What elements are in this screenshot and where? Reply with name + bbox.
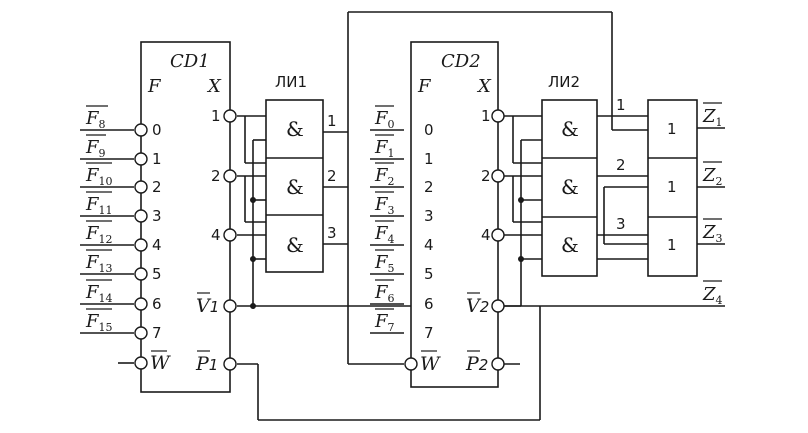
wires: [80, 11, 725, 421]
cd1-input-vars: F8 F9 F10 F11 F12 F13 F14 F15: [85, 108, 113, 334]
li1-block: [265, 99, 324, 273]
cd2-v-label: V2: [466, 295, 489, 317]
cd1-pin-label: 5: [152, 265, 162, 283]
input-var: F13: [85, 252, 113, 275]
input-var: F10: [85, 165, 113, 188]
li2-gate-1: &: [561, 117, 579, 141]
cd1-title: CD1: [170, 51, 210, 72]
cd2-input-pins: 0 1 2 3 4 5 6 7: [424, 121, 434, 342]
cd1-pin-label: 1: [152, 150, 162, 168]
li2-out-label: 2: [616, 156, 626, 174]
li1-out-label: 2: [327, 167, 337, 185]
cd2-out-label: 1: [481, 107, 491, 125]
input-var: F9: [85, 137, 106, 160]
cd1-pin-label: 7: [152, 324, 162, 342]
li1-out-label: 3: [327, 224, 337, 242]
cd1-pin-label: 0: [152, 121, 162, 139]
cd1-w-label: W: [150, 352, 171, 374]
z-overlines: [703, 102, 722, 282]
li1-gate-3: &: [286, 233, 304, 257]
cd2-title: CD2: [441, 51, 481, 72]
z-output: Z3: [702, 222, 723, 245]
cd1-pin-label: 3: [152, 207, 162, 225]
cd1-out-header: X: [206, 76, 222, 97]
input-var: F4: [374, 223, 395, 246]
cd2-pin-label: 7: [424, 324, 434, 342]
cd1-block: [140, 41, 231, 393]
or-gate-1: 1: [667, 120, 677, 138]
input-var: F11: [85, 194, 113, 217]
input-var: F8: [85, 108, 106, 131]
cd1-input-overlines: [86, 105, 112, 310]
cd1-v-label: V1: [196, 295, 219, 317]
cd2-pin-label: 4: [424, 236, 434, 254]
z-output-labels: Z1 Z2 Z3 Z4: [702, 106, 723, 307]
cd1-pin-label: 6: [152, 295, 162, 313]
input-var: F15: [85, 311, 113, 334]
cd2-out-label: 4: [481, 226, 491, 244]
cd1-out-label: 4: [211, 226, 221, 244]
cd2-out-label: 2: [481, 167, 491, 185]
cd1-pin-label: 4: [152, 236, 162, 254]
cd2-pin-label: 0: [424, 121, 434, 139]
li2-gate-3: &: [561, 233, 579, 257]
li1-gate-1: &: [286, 117, 304, 141]
cd1-in-header: F: [147, 76, 162, 97]
cd2-pin-label: 1: [424, 150, 434, 168]
or-gate-3: 1: [667, 236, 677, 254]
cd2-pin-label: 3: [424, 207, 434, 225]
z-output: Z2: [702, 165, 723, 188]
cd2-input-vars: F0 F1 F2 F3 F4 F5 F6 F7: [374, 108, 395, 334]
cd2-p-label: P2: [465, 353, 488, 375]
li2-gate-2: &: [561, 175, 579, 199]
li1-out-label: 1: [327, 112, 337, 130]
junction-dots: [250, 197, 524, 309]
input-var: F0: [374, 108, 395, 131]
cd1-input-pins: 0 1 2 3 4 5 6 7: [152, 121, 162, 342]
or-gate-2: 1: [667, 178, 677, 196]
cd2-pin-label: 6: [424, 295, 434, 313]
z-output: Z1: [702, 106, 723, 129]
z-output: Z4: [702, 284, 723, 307]
cd1-out-label: 2: [211, 167, 221, 185]
cd2-out-header: X: [476, 76, 492, 97]
cd1-p-label: P1: [195, 353, 218, 375]
input-var: F3: [374, 194, 395, 217]
cd2-output-pins: 1 2 4: [481, 107, 491, 244]
cd2-in-header: F: [417, 76, 432, 97]
li1-gate-2: &: [286, 175, 304, 199]
li2-out-label: 3: [616, 215, 626, 233]
cd1-output-pins: 1 2 4: [211, 107, 221, 244]
input-var: F7: [374, 311, 395, 334]
cd1-inversion-circles: [134, 109, 237, 371]
cd1-pin-label: 2: [152, 178, 162, 196]
cd1-out-label: 1: [211, 107, 221, 125]
cd2-block: [410, 41, 499, 388]
input-var: F5: [374, 252, 395, 275]
cd2-input-overlines: [375, 105, 394, 310]
or-block: [647, 99, 698, 277]
cd2-pin-label: 5: [424, 265, 434, 283]
cd2-pin-label: 2: [424, 178, 434, 196]
cd2-inversion-circles: [404, 109, 505, 371]
input-var: F14: [85, 282, 113, 305]
li2-block: [541, 99, 598, 277]
cd2-w-label: W: [420, 353, 441, 375]
input-var: F6: [374, 282, 395, 305]
li2-out-label: 1: [616, 96, 626, 114]
input-var: F1: [374, 137, 395, 160]
input-var: F2: [374, 165, 395, 188]
li2-title: ЛИ2: [548, 73, 580, 91]
li1-title: ЛИ1: [275, 73, 307, 91]
input-var: F12: [85, 223, 113, 246]
